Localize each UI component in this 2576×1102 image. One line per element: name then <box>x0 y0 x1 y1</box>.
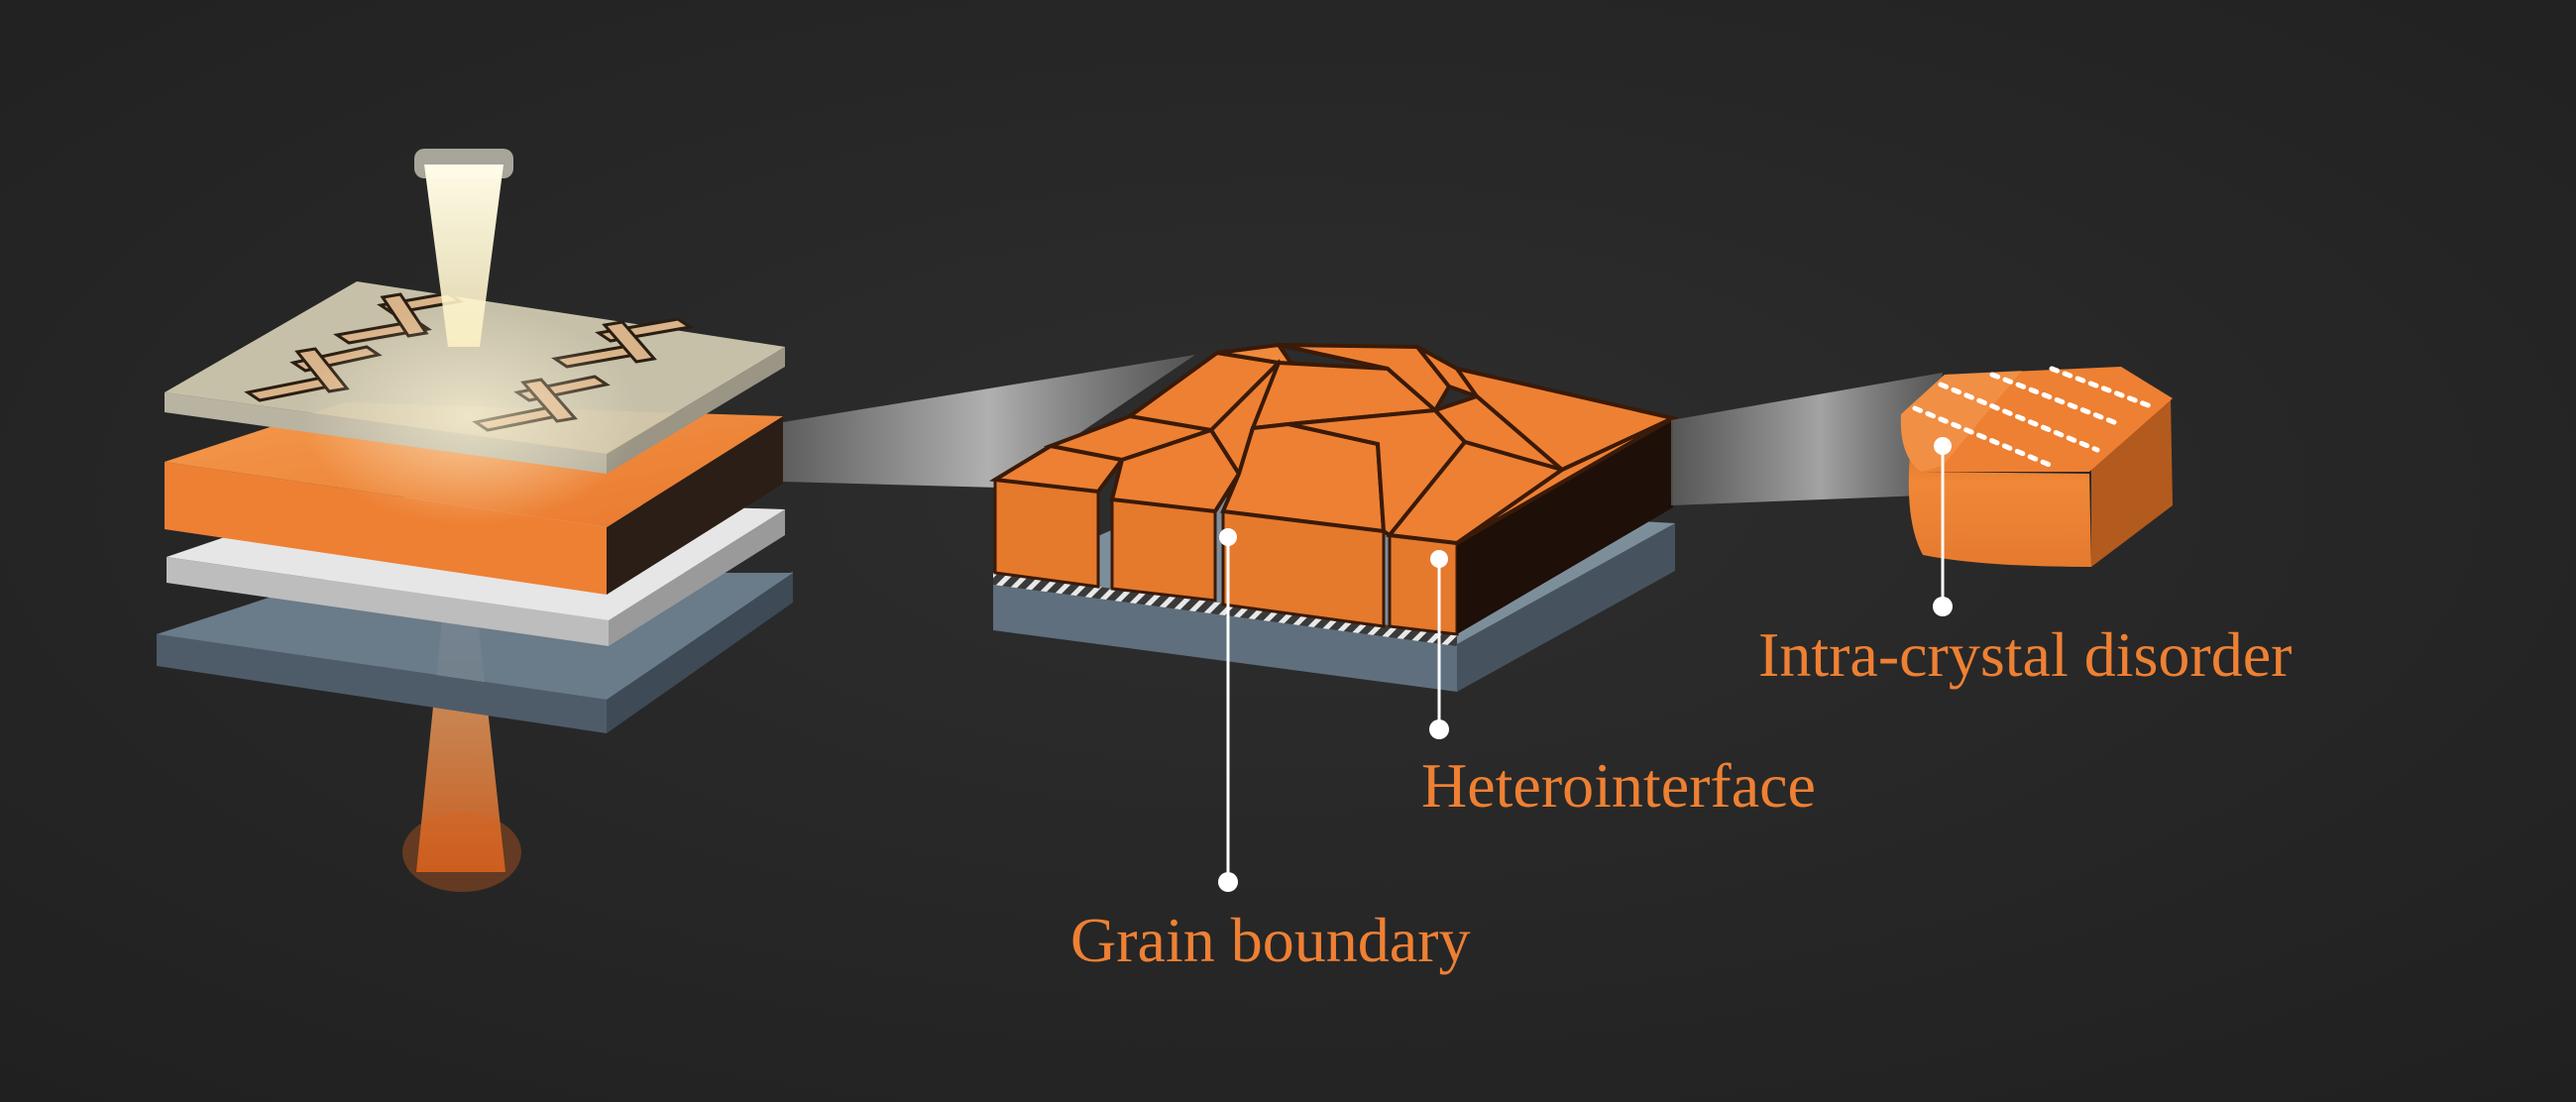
emission-glow <box>402 813 521 892</box>
intra-crystal-disorder-label: Intra-crystal disorder <box>1758 619 2292 690</box>
intra-crystal-disorder-dot-top <box>1934 437 1952 455</box>
device-stack <box>157 149 793 892</box>
grain-boundary-label: Grain boundary <box>1070 905 1470 975</box>
crystal-front-face <box>1908 426 2091 567</box>
disorder-dotted-lines <box>1912 366 2154 469</box>
crystal-right-face <box>2091 398 2173 567</box>
grain-boundary-dot-bottom <box>1218 872 1238 892</box>
intra-crystal-disorder-dot-bottom <box>1933 597 1953 616</box>
grain-top-faces <box>988 342 1680 546</box>
heterointerface-label: Heterointerface <box>1421 750 1816 821</box>
film-side-face <box>1457 418 1673 634</box>
heterointerface-band <box>993 573 1457 646</box>
leader-lines <box>1226 446 1945 882</box>
grain-boundary-dot-top <box>1219 528 1237 546</box>
excitation-light-beam <box>424 165 504 347</box>
zoom-cone-film <box>783 355 1195 488</box>
polycrystalline-film <box>988 342 1680 692</box>
leader-dots <box>1218 437 1953 892</box>
zoom-cone-crystal <box>1671 373 1943 505</box>
excitation-beam-top-glow <box>414 149 513 178</box>
crystal-top-highlight <box>1900 371 2022 472</box>
single-crystal <box>1900 366 2173 567</box>
heterointerface-dot-top <box>1430 550 1448 568</box>
excitation-glow <box>301 307 638 525</box>
heterointerface-dot-bottom <box>1429 719 1449 739</box>
